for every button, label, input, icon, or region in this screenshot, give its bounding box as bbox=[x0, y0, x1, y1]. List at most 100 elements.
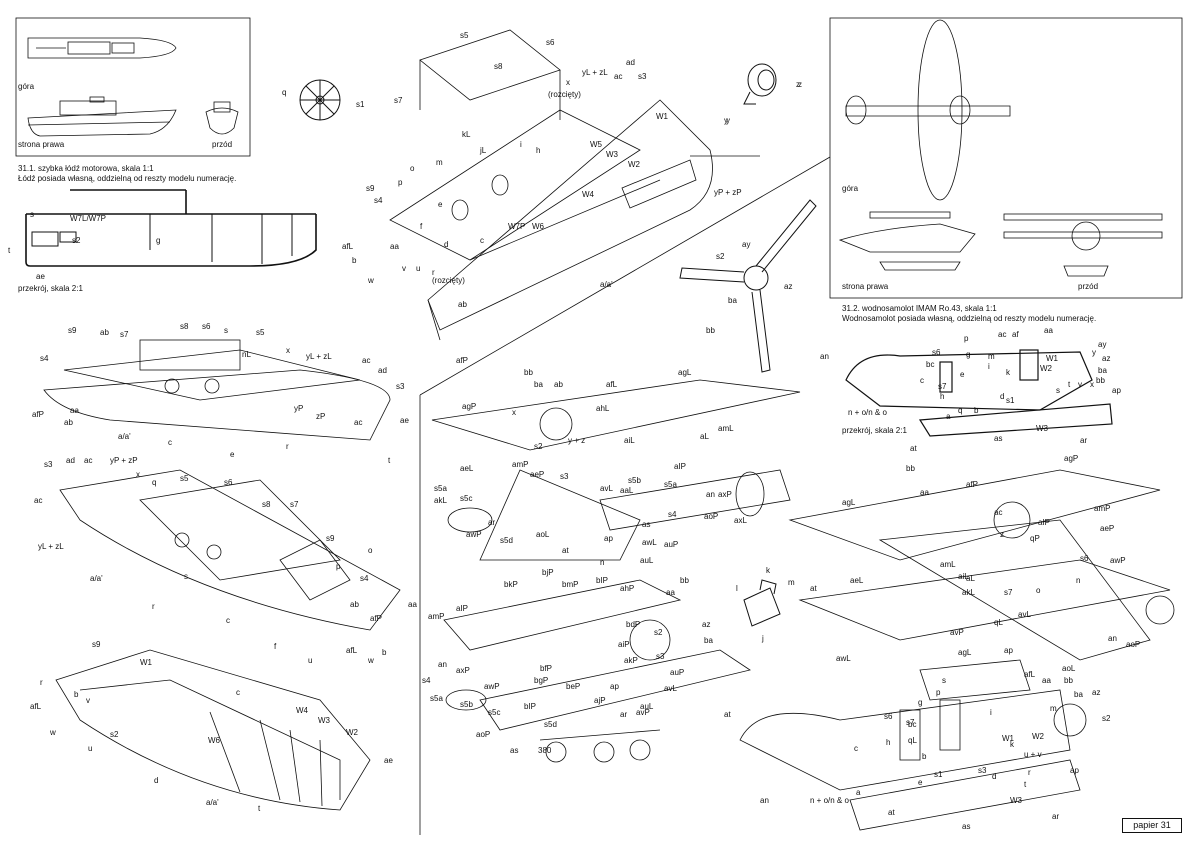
part-label: g bbox=[156, 236, 161, 245]
part-label: amP bbox=[428, 612, 445, 621]
part-label: at bbox=[888, 808, 895, 817]
part-label: n + o/n & o bbox=[848, 408, 887, 417]
part-label: amL bbox=[718, 424, 734, 433]
part-label: afL bbox=[1024, 670, 1036, 679]
part-label: s5d bbox=[544, 720, 557, 729]
part-label: bb bbox=[1064, 676, 1073, 685]
part-label: k bbox=[1010, 740, 1014, 749]
plane-front-view bbox=[1003, 213, 1163, 277]
part-label: o bbox=[1036, 586, 1041, 595]
part-label: az bbox=[702, 620, 711, 629]
part-label: az bbox=[1102, 354, 1111, 363]
part-label: qL bbox=[994, 618, 1003, 627]
part-label: x bbox=[286, 346, 290, 355]
part-label: akP bbox=[624, 656, 638, 665]
part-label: ab bbox=[350, 600, 359, 609]
part-label: c bbox=[236, 688, 240, 697]
part-label: ap bbox=[604, 534, 613, 543]
part-label: f bbox=[274, 642, 277, 651]
part-label: s9 bbox=[68, 326, 77, 335]
part-label: yP + zP bbox=[714, 188, 742, 197]
part-label: m bbox=[788, 578, 795, 587]
part-label: w bbox=[368, 276, 374, 285]
part-label: akL bbox=[434, 496, 447, 505]
part-label: e bbox=[438, 200, 443, 209]
part-label: k bbox=[1006, 368, 1010, 377]
part-label: as bbox=[994, 434, 1003, 443]
part-label: aaL bbox=[620, 486, 634, 495]
boat-exploded-iso bbox=[389, 29, 760, 341]
boat-section bbox=[25, 189, 317, 267]
part-label: agL bbox=[842, 498, 856, 507]
part-label: s6 bbox=[884, 712, 893, 721]
boat-side-view bbox=[27, 96, 177, 137]
part-label: x bbox=[1090, 380, 1094, 389]
part-label: ar bbox=[620, 710, 628, 719]
part-label: s5c bbox=[460, 494, 473, 503]
part-label: as bbox=[642, 520, 651, 529]
part-label: aoL bbox=[536, 530, 550, 539]
part-label: z bbox=[1000, 530, 1004, 539]
part-label: yP + zP bbox=[110, 456, 138, 465]
part-label: ba bbox=[1098, 366, 1107, 375]
part-label: bjP bbox=[542, 568, 554, 577]
plane-view-side: strona prawa bbox=[842, 282, 889, 291]
part-label: W1 bbox=[1046, 354, 1058, 363]
part-label: qP bbox=[1030, 534, 1040, 543]
part-label: aiL bbox=[958, 572, 969, 581]
part-label: s1 bbox=[934, 770, 943, 779]
part-label: axP bbox=[456, 666, 470, 675]
part-label: zP bbox=[316, 412, 326, 421]
part-label: r bbox=[40, 678, 43, 687]
plane-caption-2: Wodnosamolot posiada własną, oddzielną o… bbox=[842, 314, 1097, 323]
plane-iso-1 bbox=[431, 379, 801, 561]
part-label: amL bbox=[940, 560, 956, 569]
part-label: s9 bbox=[92, 640, 101, 649]
part-label: bb bbox=[906, 464, 915, 473]
part-label: s2 bbox=[110, 730, 119, 739]
part-label: a/a' bbox=[90, 574, 103, 583]
part-label: e bbox=[230, 450, 235, 459]
part-label: aa bbox=[1042, 676, 1051, 685]
divider-diagonal-1 bbox=[419, 156, 831, 396]
part-label: l bbox=[736, 584, 738, 593]
part-label: ba bbox=[704, 636, 713, 645]
part-label: (rozcięty) bbox=[548, 90, 581, 99]
part-label: s bbox=[30, 210, 34, 219]
part-label: t bbox=[1024, 780, 1027, 789]
part-label: afL bbox=[606, 380, 618, 389]
part-label: s3 bbox=[656, 652, 665, 661]
part-label: s2 bbox=[534, 442, 543, 451]
part-label: W1 bbox=[656, 112, 668, 121]
part-label: q bbox=[958, 406, 963, 415]
part-label: s3 bbox=[978, 766, 987, 775]
part-label: ad bbox=[66, 456, 75, 465]
part-label: (rozcięty) bbox=[432, 276, 465, 285]
part-label: ay bbox=[742, 240, 751, 249]
part-label: W7L/W7P bbox=[70, 214, 107, 223]
part-label: s9 bbox=[366, 184, 375, 193]
part-label: aeP bbox=[530, 470, 545, 479]
part-label: az bbox=[784, 282, 793, 291]
part-label: avP bbox=[950, 628, 964, 637]
part-label: s2 bbox=[716, 252, 725, 261]
part-label: ap bbox=[1004, 646, 1013, 655]
part-label: agL bbox=[678, 368, 692, 377]
part-label: y bbox=[724, 116, 728, 125]
boat-iso-2 bbox=[43, 339, 391, 441]
part-label: y bbox=[1092, 348, 1096, 357]
part-label: awL bbox=[836, 654, 851, 663]
part-label: ajP bbox=[594, 696, 606, 705]
part-label: W4 bbox=[296, 706, 308, 715]
part-label: aa bbox=[1044, 326, 1053, 335]
part-label: W4 bbox=[582, 190, 594, 199]
part-label: r bbox=[152, 602, 155, 611]
part-label: m bbox=[988, 352, 995, 361]
part-label: s6 bbox=[932, 348, 941, 357]
part-label: axP bbox=[718, 490, 732, 499]
part-label: bb bbox=[1096, 376, 1105, 385]
part-label: ar bbox=[1052, 812, 1060, 821]
part-label: W2 bbox=[628, 160, 640, 169]
part-label: bfP bbox=[540, 664, 553, 673]
plane-section-caption: przekrój, skala 2:1 bbox=[842, 426, 907, 435]
